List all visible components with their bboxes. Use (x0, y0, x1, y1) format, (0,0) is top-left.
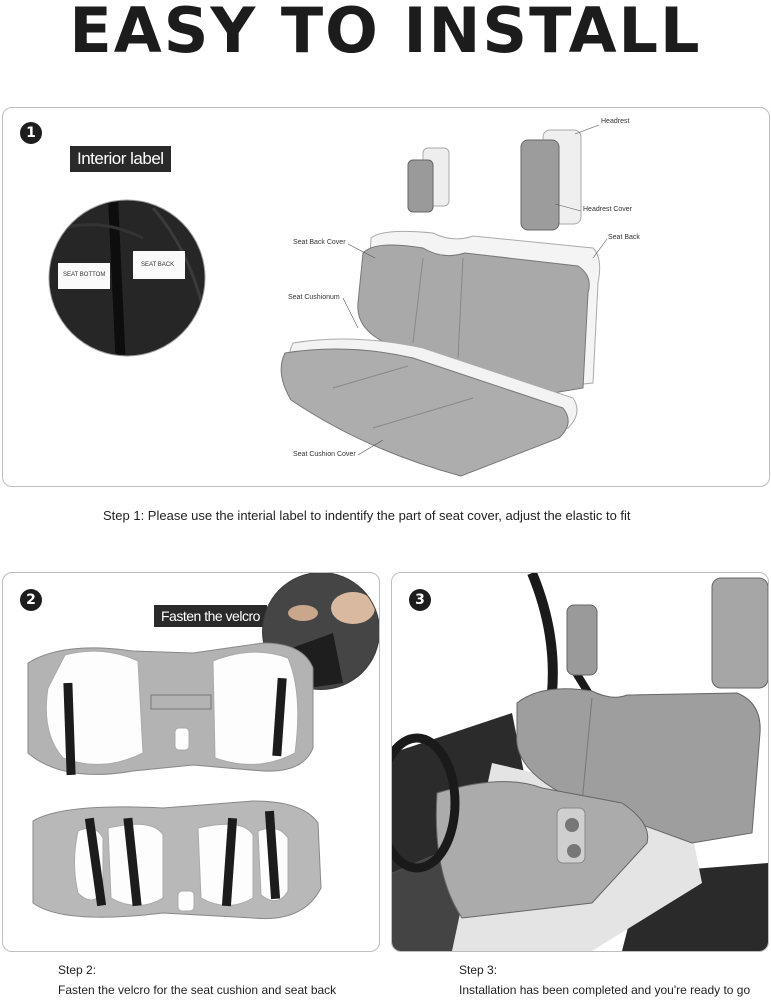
installed-seat-photo (392, 573, 768, 951)
step3-text: Installation has been completed and you'… (459, 983, 751, 997)
callout-headrest: Headrest (601, 118, 630, 125)
step1-text: Step 1: Please use the interial label to… (103, 508, 631, 523)
step1-badge: 1 (20, 122, 42, 144)
callout-seat-back-cover: Seat Back Cover (293, 239, 346, 246)
step3-heading: Step 3: (459, 963, 498, 977)
callout-seat-back: Seat Back (608, 234, 640, 241)
step3-badge: 3 (409, 589, 431, 611)
step1-panel: 1 Interior label SEAT BOTTOM SEAT BACK (2, 107, 770, 487)
callout-seat-cushion: Seat Cushionum (288, 294, 340, 301)
step2-badge: 2 (20, 589, 42, 611)
step2-heading: Step 2: (58, 963, 97, 977)
interior-label-closeup (48, 199, 206, 357)
page-title: EASY TO INSTALL (69, 0, 702, 67)
step3-panel: 3 (391, 572, 769, 952)
callout-seat-cushion-cover: Seat Cushion Cover (293, 451, 356, 458)
interior-label-tag: Interior label (70, 146, 171, 172)
fasten-velcro-tag: Fasten the velcro (154, 605, 267, 627)
step2-text: Fasten the velcro for the seat cushion a… (58, 983, 337, 997)
seat-bottom-label: SEAT BOTTOM (63, 272, 106, 278)
callout-headrest-cover: Headrest Cover (583, 206, 633, 213)
seat-exploded-diagram (280, 124, 608, 477)
step2-panel: 2 Fasten the velcro (2, 572, 380, 952)
velcro-diagram (27, 573, 379, 920)
seat-back-label: SEAT BACK (141, 262, 175, 268)
